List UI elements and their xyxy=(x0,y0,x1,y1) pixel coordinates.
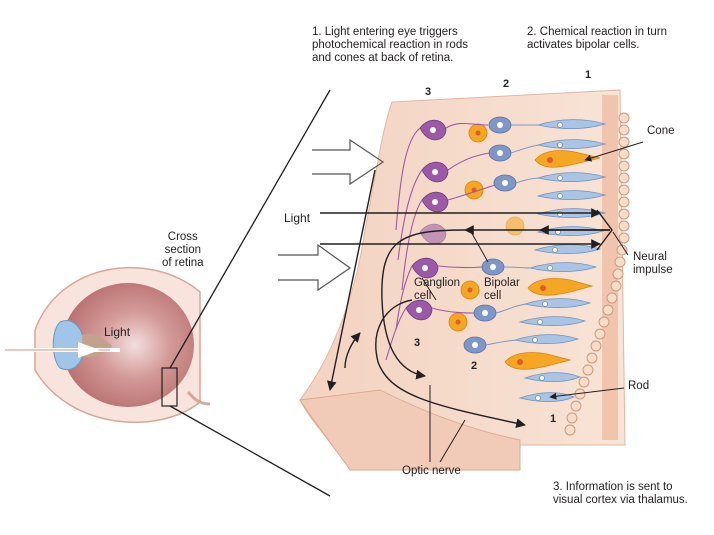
optic-nerve-label: Optic nerve xyxy=(402,465,461,477)
eye-illustration xyxy=(5,89,331,497)
layer-number-bottom-1: 1 xyxy=(550,413,557,425)
retina-section xyxy=(278,89,644,471)
lens xyxy=(52,320,85,370)
layer-number-bottom-2: 2 xyxy=(471,360,478,372)
cone-cells xyxy=(504,150,601,370)
eye-light-label: Light xyxy=(104,325,131,339)
bipolar-cell-label: Bipolar cell xyxy=(484,277,520,302)
eyeball xyxy=(62,283,194,407)
ganglion-cell-label: Ganglion cell xyxy=(414,277,461,302)
cone-label: Cone xyxy=(647,125,675,137)
label-leaders xyxy=(421,141,644,463)
step-2-caption: 2. Chemical reaction in turn activates b… xyxy=(527,26,667,51)
bipolar-connections xyxy=(485,124,541,346)
cross-section-label: Cross section of retina xyxy=(162,231,204,269)
layer-number-top-1: 1 xyxy=(585,69,592,81)
light-arrow-icon xyxy=(78,342,100,358)
retina-light-label: Light xyxy=(284,211,311,225)
impulse-path-2 xyxy=(375,299,526,428)
neuron-connections xyxy=(385,122,496,361)
step-1-caption: 1. Light entering eye triggers photochem… xyxy=(312,26,468,64)
cross-section-box xyxy=(161,367,178,407)
step-3-caption: 3. Information is sent to visual cortex … xyxy=(553,481,688,506)
layer-number-bottom-3: 3 xyxy=(414,337,421,349)
impulse-to-optic-nerve xyxy=(381,229,466,380)
layer-number-top-3: 3 xyxy=(425,86,432,98)
pigment-epithelium xyxy=(564,112,630,436)
layer-number-top-2: 2 xyxy=(503,78,510,90)
neural-impulse-label: Neural impulse xyxy=(633,251,673,276)
incoming-light-arrows xyxy=(278,138,385,292)
rod-label: Rod xyxy=(628,380,650,392)
